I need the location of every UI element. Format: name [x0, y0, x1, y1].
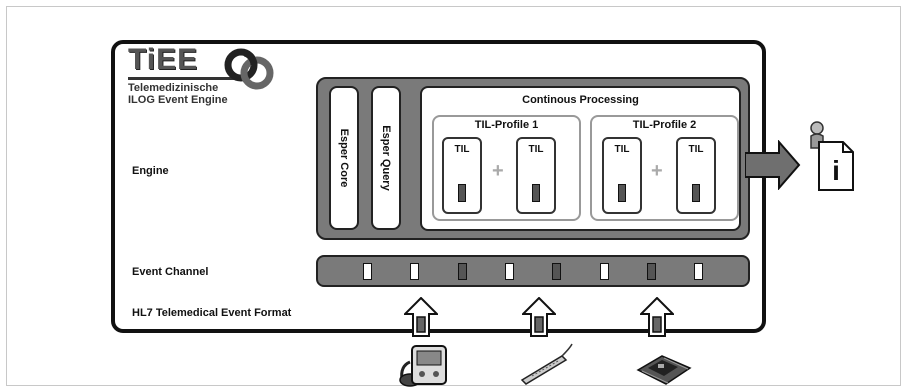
input-arrow: [640, 297, 674, 337]
logo-subtitle-1: Telemedizinische: [128, 82, 219, 94]
logo-title: TiEE: [128, 43, 199, 76]
esper-query-label: Esper Query: [380, 125, 392, 191]
event-slot: [599, 263, 609, 280]
engine-label: Engine: [132, 165, 169, 177]
til-slot: [458, 184, 466, 202]
event-slot: [457, 263, 467, 280]
til-label: TIL: [688, 144, 704, 155]
til-label: TIL: [454, 144, 470, 155]
info-glyph: i: [832, 155, 840, 186]
hl7-format-label: HL7 Telemedical Event Format: [132, 307, 292, 319]
input-arrow: [522, 297, 556, 337]
logo-subtitle-2: ILOG Event Engine: [128, 94, 228, 106]
info-document-icon: i: [810, 121, 854, 191]
event-slot: [694, 263, 704, 280]
blood-pressure-monitor-icon: [399, 345, 447, 387]
event-slot: [552, 263, 562, 280]
event-slot: [363, 263, 372, 280]
til-slot: [532, 184, 540, 202]
til-slot: [618, 184, 626, 202]
event-channel-label: Event Channel: [132, 266, 209, 278]
esper-query-box: Esper Query: [371, 86, 401, 230]
til-label: TIL: [614, 144, 630, 155]
linked-rings-icon: [224, 48, 274, 90]
continuous-processing-title: Continous Processing: [522, 94, 639, 106]
til-profile-1-title: TIL-Profile 1: [474, 119, 539, 131]
plus-sign: +: [492, 160, 504, 182]
logo-underline: [128, 77, 238, 80]
event-slot: [646, 263, 656, 280]
til-profile-2-title: TIL-Profile 2: [632, 119, 697, 131]
input-arrow: [404, 297, 438, 337]
output-arrow: [745, 140, 801, 190]
esper-core-box: Esper Core: [329, 86, 359, 230]
pen-sensor-icon: [520, 343, 573, 385]
event-slot: [410, 263, 420, 280]
event-slot: [504, 263, 514, 280]
plus-sign: +: [651, 160, 663, 182]
til-label: TIL: [528, 144, 544, 155]
event-channel-bar: [316, 255, 750, 287]
til-slot: [692, 184, 700, 202]
circuit-board-icon: [636, 355, 692, 385]
esper-core-label: Esper Core: [338, 128, 350, 188]
